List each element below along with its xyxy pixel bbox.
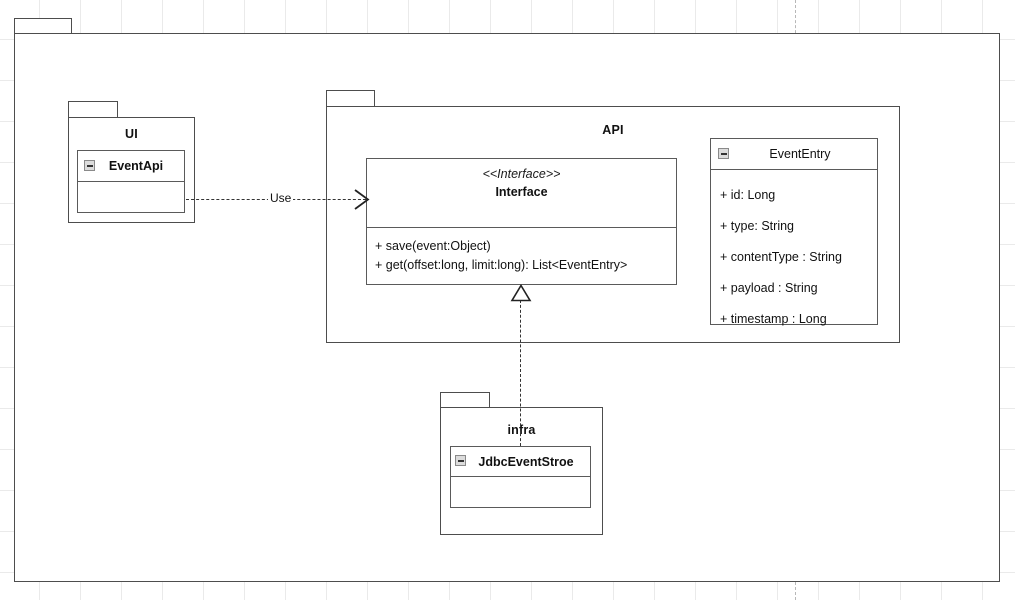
class-event-api-body: [78, 182, 184, 212]
package-infra-tab: [440, 392, 490, 408]
class-jdbc-event-stroe-body: [451, 477, 590, 507]
attribute-content-type: + contentType : String: [720, 250, 842, 264]
operation-get: + get(offset:long, limit:long): List<Eve…: [375, 258, 628, 272]
package-api-tab: [326, 90, 375, 107]
hollow-triangle-arrowhead-icon: [510, 284, 532, 302]
package-ui-title: UI: [125, 127, 138, 141]
class-interface[interactable]: <<Interface>> Interface + save(event:Obj…: [366, 158, 677, 285]
class-event-entry[interactable]: EventEntry + id: Long + type: String + c…: [710, 138, 878, 326]
class-event-api[interactable]: EventApi: [77, 150, 185, 213]
outer-package-tab: [14, 18, 72, 34]
minus-icon[interactable]: [718, 148, 729, 159]
minus-icon[interactable]: [84, 160, 95, 171]
open-arrowhead-icon: [354, 189, 370, 210]
use-dependency-label: Use: [268, 191, 294, 205]
class-event-entry-body: + id: Long + type: String + contentType …: [711, 170, 877, 326]
class-interface-stereotype: <<Interface>>: [482, 167, 561, 181]
attribute-type: + type: String: [720, 219, 794, 233]
class-interface-header: <<Interface>> Interface: [367, 159, 676, 228]
class-jdbc-event-stroe-name: JdbcEventStroe: [478, 454, 574, 469]
class-jdbc-event-stroe-header: JdbcEventStroe: [451, 447, 590, 477]
package-ui-tab: [68, 101, 118, 118]
package-api-title: API: [602, 123, 624, 137]
minus-icon[interactable]: [455, 455, 466, 466]
class-event-entry-header: EventEntry: [711, 139, 877, 170]
class-event-entry-name: EventEntry: [769, 147, 831, 161]
realization-line[interactable]: [520, 300, 521, 446]
class-event-api-name: EventApi: [108, 159, 164, 173]
operation-save: + save(event:Object): [375, 239, 491, 253]
attribute-payload: + payload : String: [720, 281, 818, 295]
class-event-api-header: EventApi: [78, 151, 184, 182]
attribute-timestamp: + timestamp : Long: [720, 312, 827, 326]
class-jdbc-event-stroe[interactable]: JdbcEventStroe: [450, 446, 591, 508]
package-infra-title: infra: [507, 423, 536, 437]
class-interface-body: + save(event:Object) + get(offset:long, …: [367, 228, 676, 286]
class-interface-name: Interface: [495, 184, 548, 199]
attribute-id: + id: Long: [720, 188, 776, 202]
